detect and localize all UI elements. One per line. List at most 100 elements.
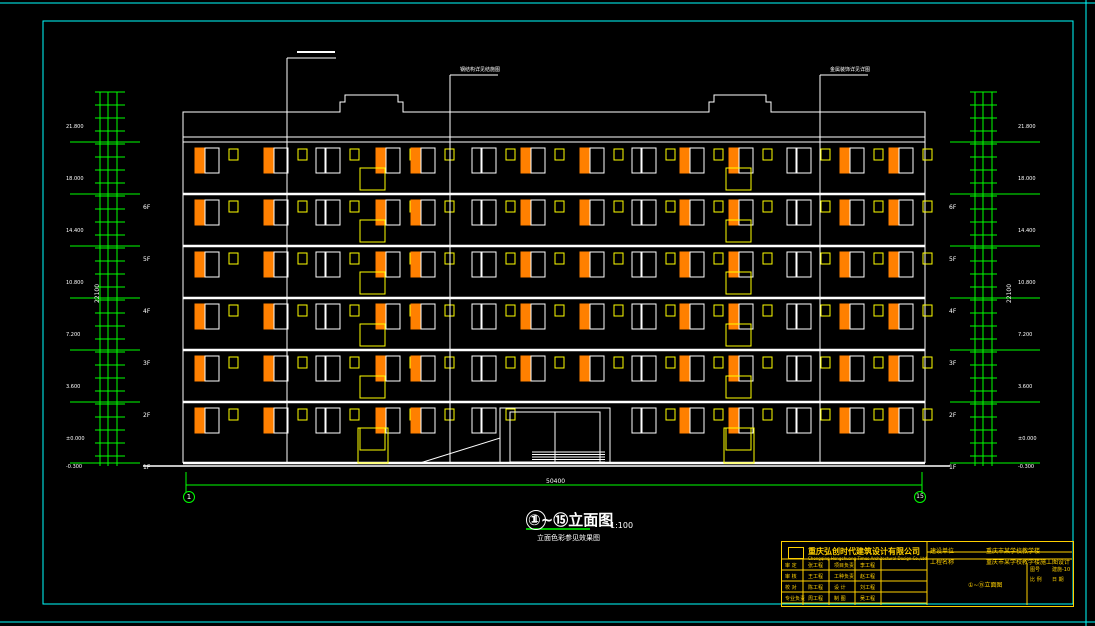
company-name-en: Chongqing Hongchuang Times Architectural… <box>808 556 927 561</box>
window <box>849 251 865 278</box>
window-small <box>505 356 516 369</box>
window <box>796 199 812 226</box>
project-label: 建设单位 <box>930 548 955 555</box>
window-shutter <box>315 355 326 382</box>
window-small <box>762 408 773 421</box>
tb-cell: 制 图 <box>834 596 846 602</box>
window-shutter <box>631 199 642 226</box>
window-shutter <box>375 199 386 226</box>
window <box>689 147 705 174</box>
axis-left-label: 1 <box>183 491 195 503</box>
window-small <box>228 408 239 421</box>
window-shutter <box>631 251 642 278</box>
window <box>796 355 812 382</box>
window-small <box>297 304 308 317</box>
stair-window <box>725 323 752 347</box>
floor-label: 5F <box>143 256 151 263</box>
window <box>530 303 546 330</box>
window <box>641 303 657 330</box>
total-height-right: 22100 <box>1006 283 1014 304</box>
window <box>420 251 436 278</box>
window-shutter <box>839 303 850 330</box>
window-shutter <box>194 251 205 278</box>
window <box>641 251 657 278</box>
window-small <box>613 148 624 161</box>
window-small <box>505 200 516 213</box>
window-shutter <box>888 303 899 330</box>
window-shutter <box>579 199 590 226</box>
window <box>641 199 657 226</box>
window <box>898 407 914 434</box>
window-small <box>554 252 565 265</box>
window <box>273 407 289 434</box>
window <box>273 147 289 174</box>
window-small <box>554 200 565 213</box>
window-small <box>297 408 308 421</box>
window <box>589 355 605 382</box>
window-small <box>820 408 831 421</box>
window-small <box>297 356 308 369</box>
window-shutter <box>194 199 205 226</box>
window-small <box>762 356 773 369</box>
building-outline <box>182 94 926 463</box>
window <box>385 303 401 330</box>
window <box>641 355 657 382</box>
window-small <box>613 304 624 317</box>
window <box>738 407 754 434</box>
window-shutter <box>520 199 531 226</box>
tb-cell: 工种负责 <box>834 574 855 580</box>
window <box>738 199 754 226</box>
window-shutter <box>194 147 205 174</box>
window <box>898 147 914 174</box>
window <box>898 303 914 330</box>
window-shutter <box>888 147 899 174</box>
window-small <box>922 200 933 213</box>
window-shutter <box>410 251 421 278</box>
window-shutter <box>786 355 797 382</box>
window-shutter <box>410 199 421 226</box>
window <box>689 199 705 226</box>
side-door-right <box>723 427 755 464</box>
window-small <box>873 356 884 369</box>
window-shutter <box>471 147 482 174</box>
window <box>849 407 865 434</box>
window <box>325 355 341 382</box>
window <box>273 199 289 226</box>
window-shutter <box>263 303 274 330</box>
level-elevation: ±0.000 <box>66 436 85 442</box>
window-small <box>762 200 773 213</box>
drawing-name-cell: ①~⑮立面图 <box>968 582 1003 589</box>
stair-window <box>359 323 386 347</box>
window-small <box>762 148 773 161</box>
window-small <box>820 304 831 317</box>
window <box>796 407 812 434</box>
window-small <box>505 252 516 265</box>
window <box>273 251 289 278</box>
window-shutter <box>263 407 274 434</box>
window <box>589 251 605 278</box>
window-shutter <box>263 251 274 278</box>
window-small <box>713 148 724 161</box>
window-shutter <box>263 355 274 382</box>
window-shutter <box>786 407 797 434</box>
window <box>385 407 401 434</box>
stair-window <box>359 167 386 191</box>
window <box>689 251 705 278</box>
window-shutter <box>471 251 482 278</box>
window-shutter <box>194 303 205 330</box>
level-elevation: 21.800 <box>1018 124 1036 130</box>
level-elevation: 10.800 <box>1018 280 1036 286</box>
window-shutter <box>839 147 850 174</box>
callout-mid: 钢结构详见结施图 <box>460 67 501 73</box>
window-small <box>554 304 565 317</box>
window-shutter <box>579 355 590 382</box>
window <box>689 407 705 434</box>
window <box>481 199 497 226</box>
window <box>385 147 401 174</box>
window <box>849 355 865 382</box>
window-shutter <box>888 355 899 382</box>
window <box>481 407 497 434</box>
window-shutter <box>888 407 899 434</box>
window <box>325 199 341 226</box>
drawing-scale: 1:100 <box>610 521 634 530</box>
